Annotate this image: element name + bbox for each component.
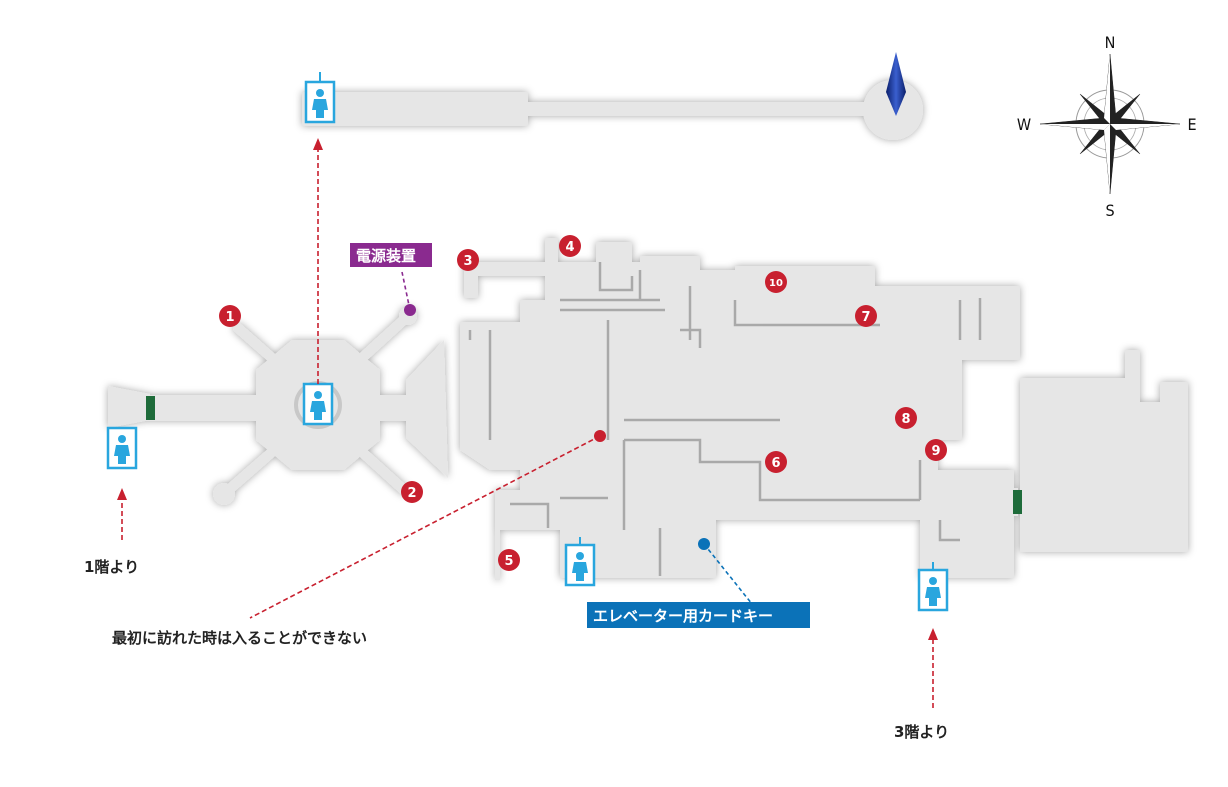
svg-text:9: 9 [931,444,940,459]
marker-8[interactable]: 8 [895,407,917,429]
interior-walls [468,262,982,576]
elevator-icon[interactable] [304,72,336,124]
card-key-tag: エレベーター用カードキー [587,602,810,628]
power-device-tag: 電源装置 [350,243,432,267]
marker-9[interactable]: 9 [925,439,947,461]
marker-2[interactable]: 2 [401,481,423,503]
svg-text:電源装置: 電源装置 [356,247,416,265]
elevator-icon[interactable] [917,562,949,612]
svg-text:8: 8 [901,412,910,427]
guide-paths [117,138,938,708]
svg-text:3: 3 [463,254,472,269]
svg-text:4: 4 [565,240,574,255]
door-west [146,396,155,420]
compass-n: N [1105,33,1116,52]
marker-7[interactable]: 7 [855,305,877,327]
marker-4[interactable]: 4 [559,235,581,257]
floor-areas [108,80,1188,580]
marker-1[interactable]: 1 [219,305,241,327]
from-3f-label: 3階より [894,723,949,741]
marker-5[interactable]: 5 [498,549,520,571]
svg-text:5: 5 [504,554,513,569]
compass-s: S [1105,201,1114,220]
first-visit-note: 最初に訪れた時は入ることができない [112,629,367,647]
compass-rose-icon: N S W E [1017,33,1197,220]
elevator-icon[interactable] [106,426,138,470]
locked-room-point[interactable] [594,430,606,442]
svg-text:6: 6 [771,456,780,471]
marker-3[interactable]: 3 [457,249,479,271]
compass-e: E [1187,115,1196,134]
svg-text:1: 1 [225,310,234,325]
svg-text:エレベーター用カードキー: エレベーター用カードキー [593,607,773,625]
compass-w: W [1017,115,1031,134]
svg-text:10: 10 [769,278,783,289]
svg-text:7: 7 [861,310,870,325]
from-1f-label: 1階より [84,558,139,576]
svg-text:2: 2 [407,486,416,501]
card-key-point[interactable] [698,538,710,550]
north-pointer-icon [886,52,906,116]
elevator-icon[interactable] [302,382,334,426]
marker-6[interactable]: 6 [765,451,787,473]
power-device-point[interactable] [404,304,416,316]
door-east [1013,490,1022,514]
elevator-icon[interactable] [564,537,596,587]
marker-10[interactable]: 10 [765,271,787,293]
